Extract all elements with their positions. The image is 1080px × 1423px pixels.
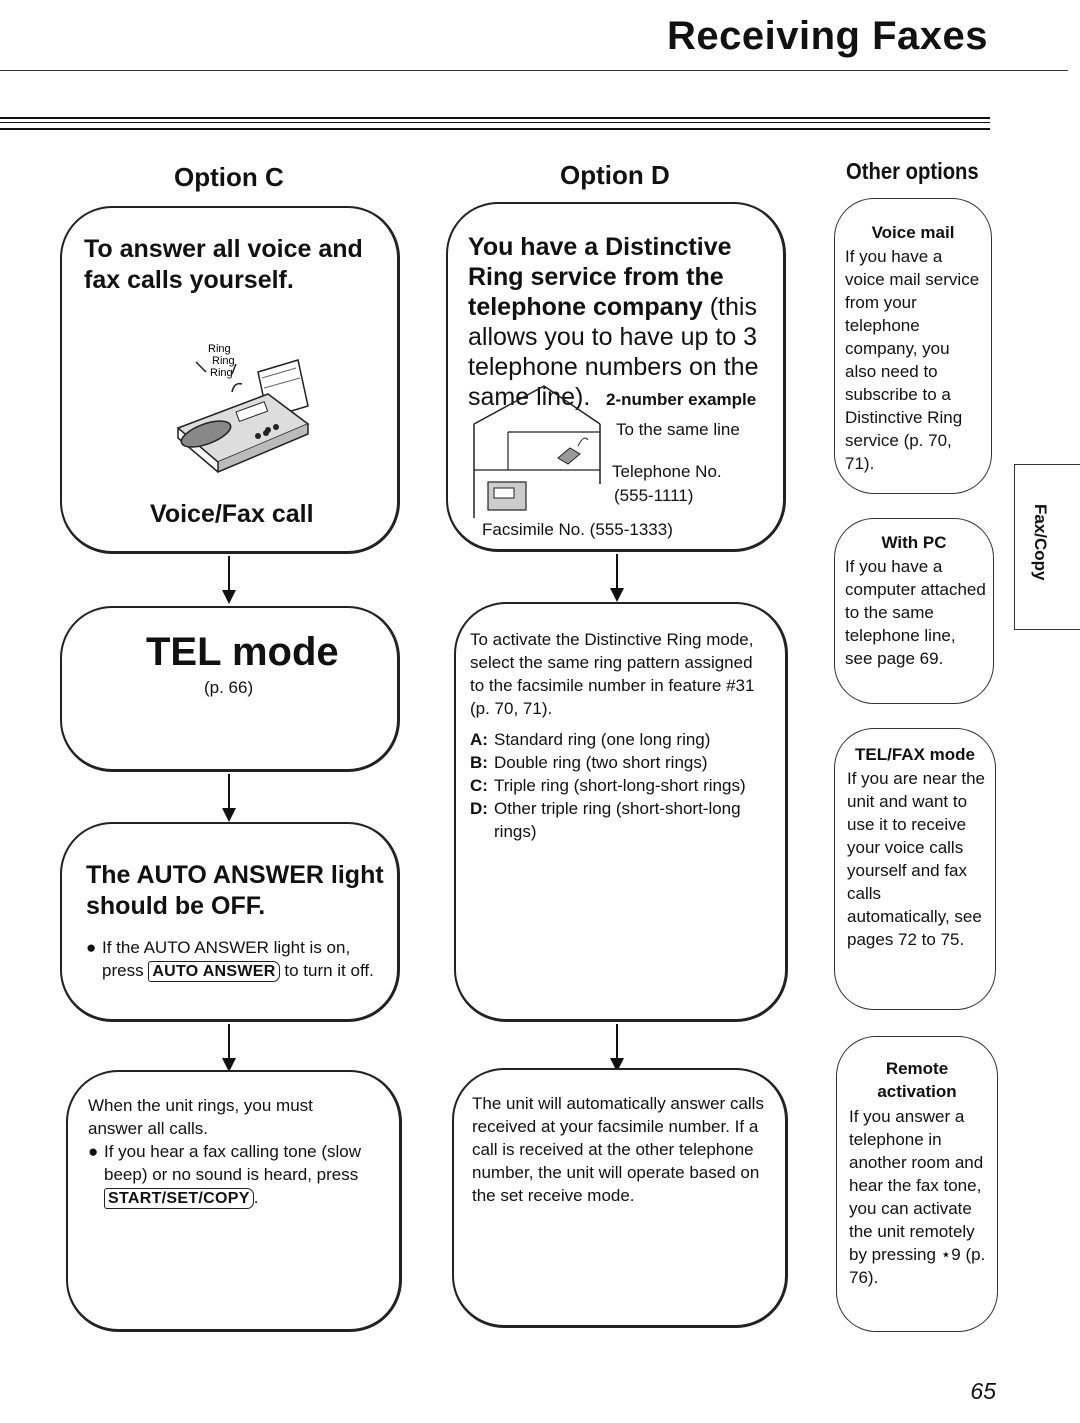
ring-option-text: Triple ring (short-long-short rings) <box>494 776 746 795</box>
voice-mail-text: If you have a voice mail service from yo… <box>845 247 980 473</box>
other-options-header: Other options <box>846 158 979 184</box>
option-d-activate-box: To activate the Distinctive Ring mode, s… <box>454 602 788 1022</box>
fax-tone-bullet-text: If you hear a fax calling tone (slow bee… <box>104 1142 362 1184</box>
bullet-icon: ● <box>88 1142 99 1161</box>
option-d-auto-answer-box: The unit will automatically answer calls… <box>452 1068 788 1328</box>
arrow-down <box>610 1024 624 1072</box>
fax-tone-bullet: ● If you hear a fax calling tone (slow b… <box>88 1140 388 1209</box>
remote-activation-text: If you answer a telephone in another roo… <box>849 1107 986 1287</box>
with-pc-title: With PC <box>881 533 947 552</box>
page-title: Receiving Faxes <box>667 14 988 58</box>
ring-option-b: B: Double ring (two short rings) <box>470 751 780 774</box>
tel-mode-page-ref: (p. 66) <box>204 678 254 697</box>
diagram-same-line: To the same line <box>616 420 740 439</box>
arrow-down <box>222 774 236 822</box>
auto-answer-key: AUTO ANSWER <box>148 961 280 982</box>
diagram-telephone-number: (555-1111) <box>614 486 694 505</box>
with-pc-box: With PC If you have a computer attached … <box>834 518 994 704</box>
tel-fax-mode-title: TEL/FAX mode <box>855 745 975 764</box>
ring-option-c: C: Triple ring (short-long-short rings) <box>470 774 780 797</box>
ring-options-list: A: Standard ring (one long ring) B: Doub… <box>470 728 780 843</box>
auto-answer-bullet-text: If the AUTO ANSWER light is on, press <box>102 938 351 980</box>
house-diagram <box>473 385 601 518</box>
ring-text: Ring <box>208 343 231 355</box>
option-c-auto-answer-box: The AUTO ANSWER light should be OFF. ● I… <box>60 822 400 1022</box>
arrow-down <box>610 554 624 602</box>
header-rule <box>0 70 1068 71</box>
option-c-heading: To answer all voice and fax calls yourse… <box>84 235 363 294</box>
voice-mail-box: Voice mail If you have a voice mail serv… <box>834 198 992 494</box>
ring-option-text: Other triple ring (short-short-long ring… <box>494 799 741 841</box>
option-d-header: Option D <box>560 160 670 190</box>
arrow-down <box>222 556 236 604</box>
auto-answer-heading: The AUTO ANSWER light should be OFF. <box>86 861 384 920</box>
tel-fax-mode-box: TEL/FAX mode If you are near the unit an… <box>834 728 996 1010</box>
section-rule <box>0 117 990 130</box>
ring-option-d: D: Other triple ring (short-short-long r… <box>470 797 780 843</box>
ring-option-key: D: <box>470 799 488 818</box>
rings-text: When the unit rings, you must answer all… <box>88 1096 313 1138</box>
distinctive-ring-heading: You have a Distinctive Ring service from… <box>468 232 778 412</box>
side-tab-label: Fax/Copy <box>1031 504 1050 581</box>
start-set-copy-key: START/SET/COPY <box>104 1188 254 1209</box>
tel-mode-heading: TEL mode <box>146 630 339 674</box>
ring-option-text: Standard ring (one long ring) <box>494 730 711 749</box>
ring-option-a: A: Standard ring (one long ring) <box>470 728 780 751</box>
fax-tone-bullet-end: . <box>253 1188 259 1207</box>
side-tab-frame <box>1014 464 1080 630</box>
ring-text: Ring <box>212 355 235 367</box>
with-pc-text: If you have a computer attached to the s… <box>845 557 986 668</box>
diagram-facsimile-number: Facsimile No. (555-1333) <box>482 520 673 539</box>
auto-answer-bullet: ● If the AUTO ANSWER light is on, press … <box>86 936 386 982</box>
voice-fax-call-caption: Voice/Fax call <box>150 500 314 528</box>
option-c-rings-box: When the unit rings, you must answer all… <box>66 1070 402 1332</box>
ring-option-key: C: <box>470 776 488 795</box>
tel-fax-mode-text: If you are near the unit and want to use… <box>847 769 985 949</box>
auto-answer-text: The unit will automatically answer calls… <box>472 1094 764 1205</box>
option-c-tel-mode-box: TEL mode (p. 66) <box>60 606 400 772</box>
arrow-down <box>222 1024 236 1072</box>
distinctive-ring-heading-normal: (this allows you to have up to 3 telepho… <box>468 293 759 411</box>
remote-activation-title: Remote activation <box>877 1059 957 1101</box>
option-d-distinctive-ring-box: You have a Distinctive Ring service from… <box>446 202 786 552</box>
ring-option-key: A: <box>470 730 488 749</box>
auto-answer-bullet-text-end: to turn it off. <box>284 961 374 980</box>
distinctive-ring-heading-bold: You have a Distinctive Ring service from… <box>468 233 732 321</box>
ring-option-key: B: <box>470 753 488 772</box>
fax-machine-illustration: Ring Ring Ring <box>176 343 310 474</box>
diagram-title: 2-number example <box>606 390 757 409</box>
voice-mail-title: Voice mail <box>871 223 955 242</box>
option-c-header: Option C <box>174 162 284 192</box>
bullet-icon: ● <box>86 938 97 957</box>
remote-activation-box: Remote activation If you answer a teleph… <box>836 1036 998 1332</box>
option-c-voice-fax-box: To answer all voice and fax calls yourse… <box>60 206 400 554</box>
ring-text: Ring <box>210 367 233 379</box>
page-number: 65 <box>970 1378 996 1404</box>
activate-text: To activate the Distinctive Ring mode, s… <box>470 630 755 718</box>
diagram-telephone-label: Telephone No. <box>612 462 722 481</box>
ring-option-text: Double ring (two short rings) <box>494 753 708 772</box>
